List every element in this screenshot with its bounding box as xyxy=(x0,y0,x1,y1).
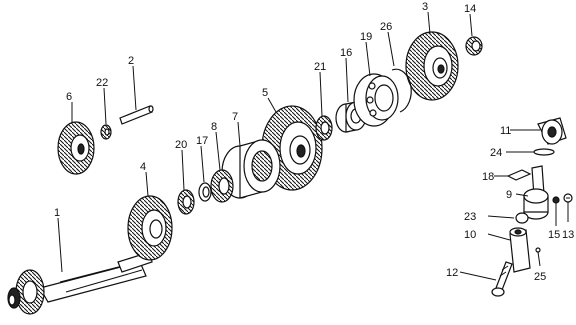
callout-20: 20 xyxy=(175,139,187,151)
clip-18 xyxy=(506,169,532,181)
leader-12 xyxy=(459,271,497,281)
leader-16 xyxy=(345,57,349,103)
gear-4 xyxy=(127,195,173,261)
synchro-sleeve-7 xyxy=(221,139,281,199)
pin-25 xyxy=(537,251,541,267)
callout-18: 18 xyxy=(482,171,494,183)
callout-16: 16 xyxy=(340,47,352,59)
leader-19 xyxy=(365,41,371,77)
main-shaft xyxy=(7,251,153,315)
pin-25-head xyxy=(535,247,541,253)
leader-17 xyxy=(200,145,205,183)
pin xyxy=(119,105,154,125)
callout-4: 4 xyxy=(140,161,146,173)
leader-8 xyxy=(215,131,221,171)
callout-15: 15 xyxy=(548,229,560,241)
nut-14 xyxy=(465,36,483,56)
leader-20 xyxy=(181,149,185,191)
callout-8: 8 xyxy=(211,121,217,133)
callout-6: 6 xyxy=(66,91,72,103)
callout-19: 19 xyxy=(360,31,372,43)
leader-14 xyxy=(469,13,473,37)
seal-23 xyxy=(515,212,529,224)
callout-1: 1 xyxy=(54,207,60,219)
callout-7: 7 xyxy=(232,111,238,123)
callout-10: 10 xyxy=(464,229,476,241)
pin-15 xyxy=(552,196,560,226)
driven-gear-9 xyxy=(523,165,549,220)
callout-14: 14 xyxy=(464,3,476,15)
hub-8 xyxy=(210,169,234,203)
callout-5: 5 xyxy=(262,87,268,99)
callout-26: 26 xyxy=(380,21,392,33)
leader-21 xyxy=(319,71,323,117)
callout-23: 23 xyxy=(464,211,476,223)
leader-23 xyxy=(487,215,515,219)
needle-bearing-20 xyxy=(177,189,195,215)
gear-6 xyxy=(57,121,95,175)
leader-7 xyxy=(237,121,241,147)
callout-17: 17 xyxy=(196,135,208,147)
needle-bearing-22 xyxy=(100,124,112,140)
callout-9: 9 xyxy=(506,189,512,201)
leader-2 xyxy=(132,65,137,111)
needle-bearing-21 xyxy=(315,115,333,141)
leader-26 xyxy=(387,31,395,67)
leader-22 xyxy=(103,87,107,125)
leader-9 xyxy=(515,193,529,197)
leader-10 xyxy=(487,233,511,241)
callout-3: 3 xyxy=(422,1,428,13)
callout-22: 22 xyxy=(96,77,108,89)
speedometer-housing-11 xyxy=(537,117,567,145)
snap-ring-26 xyxy=(391,68,412,113)
callout-11: 11 xyxy=(500,125,511,137)
shaft-12 xyxy=(491,261,513,297)
leader-3 xyxy=(427,11,431,35)
callout-2: 2 xyxy=(128,55,134,67)
callout-25: 25 xyxy=(534,271,546,283)
o-ring-24 xyxy=(533,148,555,156)
leader-4 xyxy=(145,171,149,197)
leader-1 xyxy=(57,217,63,273)
callout-24: 24 xyxy=(490,147,502,159)
callout-13: 13 xyxy=(562,229,574,241)
callout-21: 21 xyxy=(314,61,326,73)
ball-bearing-19 xyxy=(353,73,399,127)
washer-17 xyxy=(198,182,212,202)
callout-12: 12 xyxy=(446,267,458,279)
sleeve-10 xyxy=(509,227,531,273)
leader-5 xyxy=(267,97,277,113)
gear-3 xyxy=(405,31,459,101)
screw-13 xyxy=(563,193,573,222)
